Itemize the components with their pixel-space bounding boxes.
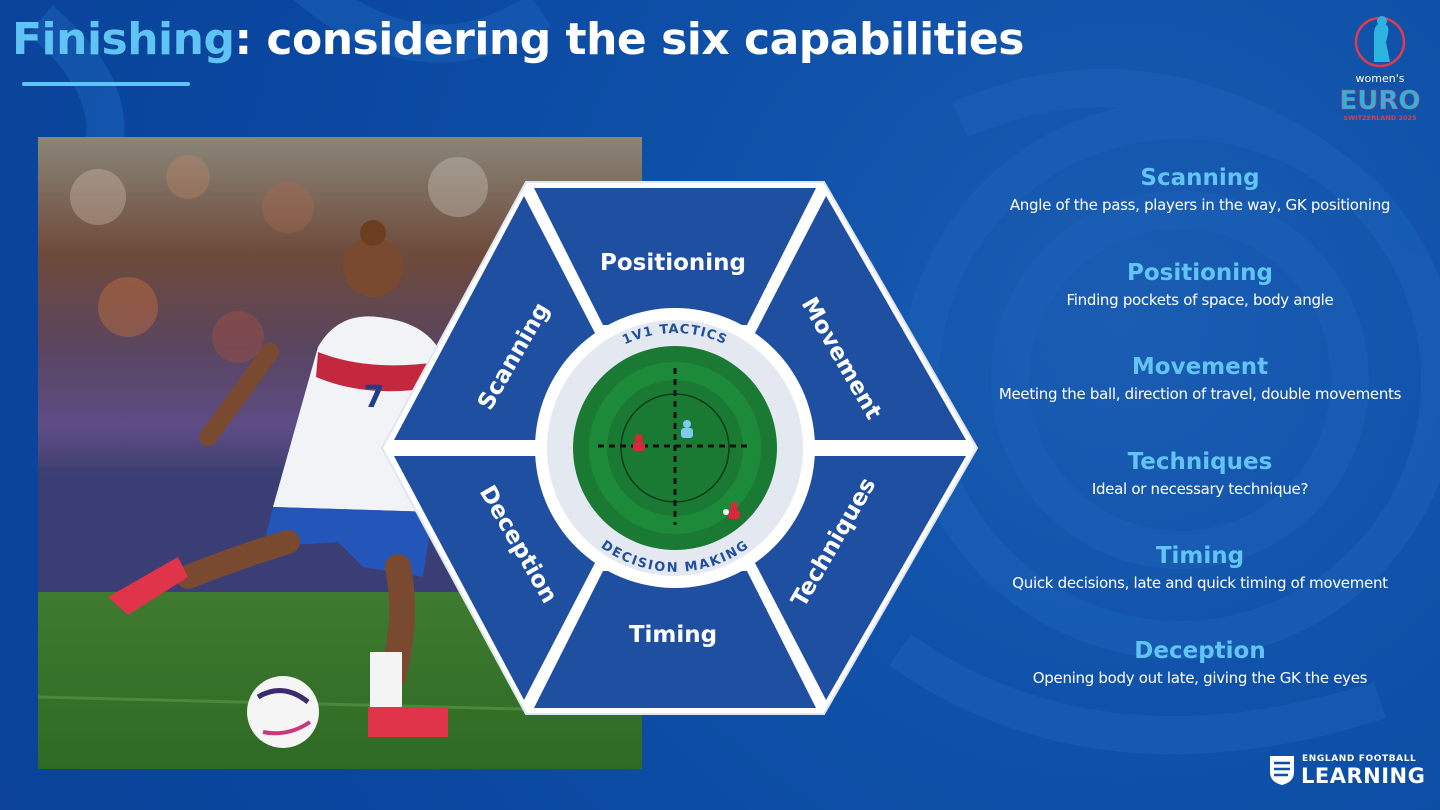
capability-title: Techniques — [1127, 448, 1273, 475]
title-accent: Finishing — [12, 14, 235, 65]
segment-deception — [394, 456, 596, 700]
capability-description: Finding pockets of space, body angle — [1066, 290, 1334, 309]
logo-line2: EURO — [1340, 86, 1421, 116]
capability-timing: Timing Quick decisions, late and quick t… — [980, 540, 1420, 635]
title-rest: : considering the six capabilities — [234, 14, 1024, 65]
england-football-learning-logo: ENGLAND FOOTBALL LEARNING — [1268, 750, 1425, 790]
brand-big-text: LEARNING — [1301, 764, 1426, 788]
euro-logo: women's EURO SWITZERLAND 2025 — [1339, 16, 1421, 122]
capability-title: Movement — [1131, 354, 1269, 380]
capability-title: Deception — [1134, 637, 1266, 664]
segment-techniques — [754, 456, 966, 700]
label-positioning: Positioning — [600, 250, 746, 276]
capability-description: Meeting the ball, direction of travel, d… — [998, 385, 1402, 403]
brand-small-text: ENGLAND FOOTBALL — [1302, 754, 1417, 764]
capability-title: Positioning — [1126, 259, 1273, 286]
segment-timing — [534, 571, 816, 708]
logo-line1: women's — [1356, 72, 1405, 85]
capability-description: Ideal or necessary technique? — [1091, 479, 1309, 498]
logo-line3: SWITZERLAND 2025 — [1343, 114, 1417, 122]
capability-title: Timing — [1155, 543, 1245, 569]
player-icon-blue — [681, 420, 693, 438]
label-timing: Timing — [629, 622, 717, 648]
capability-positioning: Positioning Finding pockets of space, bo… — [980, 257, 1420, 352]
segment-scanning — [394, 196, 596, 440]
ball-icon — [723, 509, 729, 515]
capability-scanning: Scanning Angle of the pass, players in t… — [980, 162, 1420, 257]
capability-description: Opening body out late, giving the GK the… — [1032, 668, 1368, 687]
page-title: Finishing: considering the six capabilit… — [12, 14, 1024, 65]
segment-movement — [754, 196, 966, 440]
title-underline — [22, 82, 190, 86]
capabilities-wheel: 1V1 TACTICS DECISION MAKING Positioning … — [380, 181, 979, 715]
capabilities-list: Scanning Angle of the pass, players in t… — [980, 162, 1420, 729]
capability-description: Quick decisions, late and quick timing o… — [1012, 574, 1388, 592]
capability-description: Angle of the pass, players in the way, G… — [1009, 196, 1391, 214]
shirt-number: 7 — [364, 380, 385, 415]
three-lions-crest-icon — [1270, 756, 1294, 785]
capability-deception: Deception Opening body out late, giving … — [980, 635, 1420, 730]
capability-techniques: Techniques Ideal or necessary technique? — [980, 446, 1420, 541]
player-icon-red-2 — [728, 502, 740, 519]
capability-title: Scanning — [1140, 165, 1260, 191]
player-icon-red — [633, 434, 645, 451]
capability-movement: Movement Meeting the ball, direction of … — [980, 351, 1420, 446]
segment-positioning — [534, 188, 816, 325]
